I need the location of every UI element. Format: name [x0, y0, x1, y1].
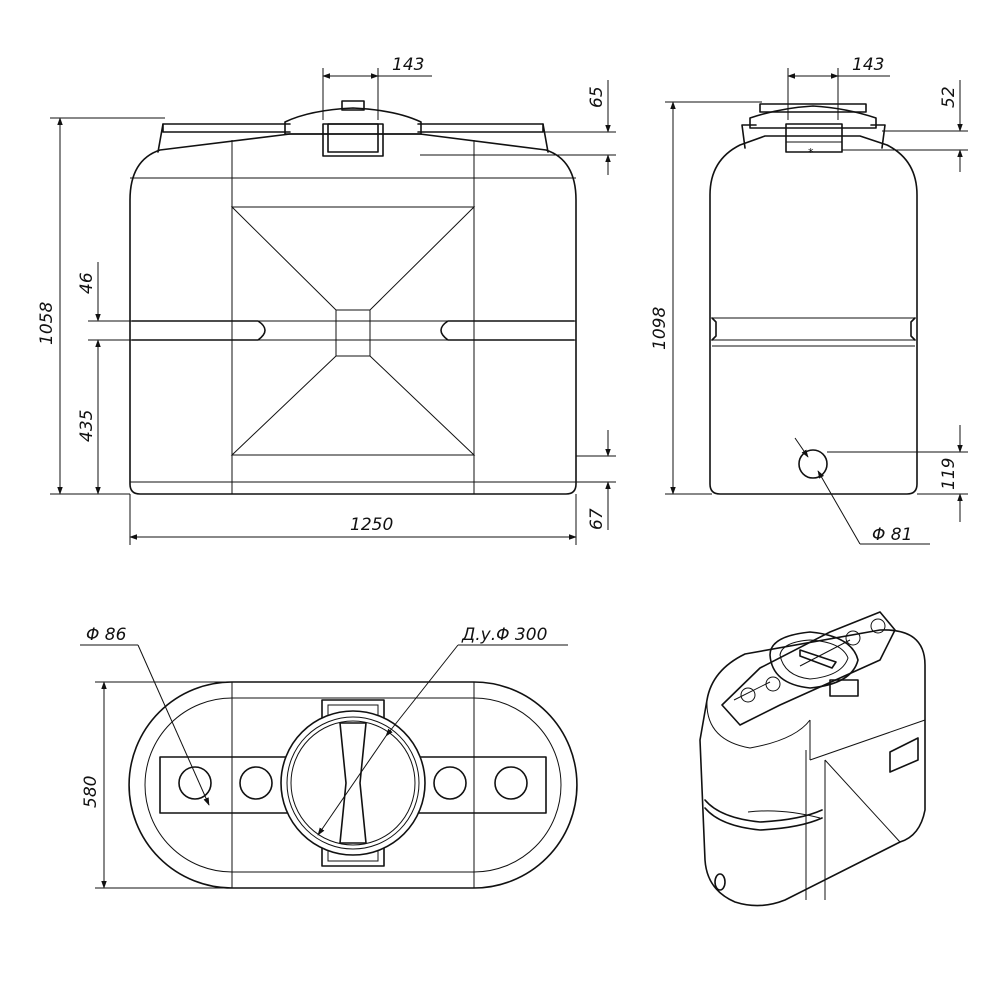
- front-height-label: 1058: [37, 302, 57, 345]
- side-outlet-height-label: 119: [939, 458, 959, 490]
- isometric-view: [699, 611, 926, 907]
- side-height-label: 1098: [650, 307, 670, 350]
- svg-text:*: *: [808, 146, 814, 159]
- top-port-diameter-label: Φ 86: [86, 625, 127, 645]
- front-view: [129, 100, 577, 495]
- top-dimensions: [80, 644, 568, 889]
- side-outlet-diameter-label: Φ 81: [872, 525, 912, 545]
- side-dimensions: [665, 68, 968, 545]
- front-base-height-label: 67: [587, 508, 607, 530]
- top-hatch-diameter-label: Д.у.Φ 300: [461, 625, 547, 645]
- top-width-label: 580: [81, 776, 101, 808]
- front-top-flange-label: 143: [392, 55, 424, 75]
- front-band-offset-label: 435: [77, 410, 97, 442]
- front-top-right-label: 65: [587, 86, 607, 108]
- front-band-height-label: 46: [77, 272, 97, 294]
- front-length-label: 1250: [350, 515, 393, 535]
- front-dimensions: [50, 68, 616, 545]
- side-view: *: [709, 103, 918, 495]
- top-view: [128, 681, 578, 889]
- side-top-right-label: 52: [939, 86, 959, 108]
- dimension-labels: 143 65 1058 46 435 67 1250 143 52 1098 1…: [37, 55, 959, 808]
- side-top-flange-label: 143: [852, 55, 884, 75]
